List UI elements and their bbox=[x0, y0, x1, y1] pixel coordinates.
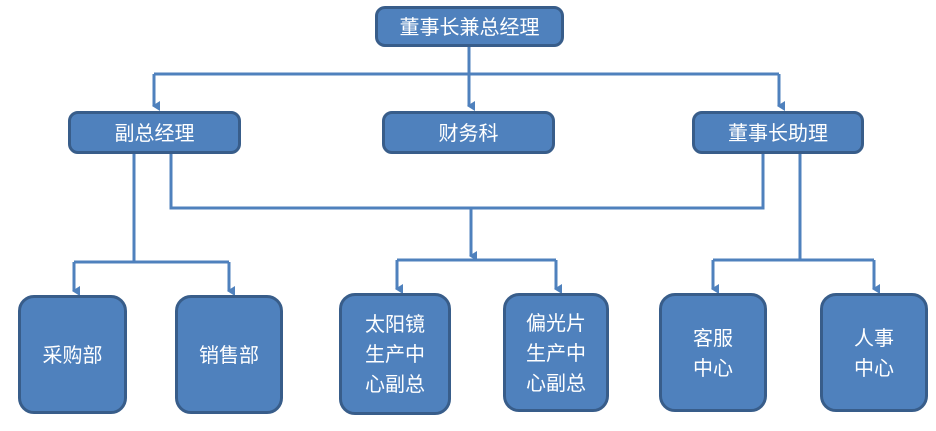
node-solar-glass: 太阳镜 生产中 心副总 bbox=[339, 293, 451, 415]
node-hr-label: 人事 中心 bbox=[854, 325, 894, 380]
node-finance: 财务科 bbox=[382, 111, 555, 154]
node-chair-assistant-label: 董事长助理 bbox=[728, 120, 828, 145]
node-hr: 人事 中心 bbox=[820, 293, 928, 412]
node-chairman: 董事长兼总经理 bbox=[375, 6, 564, 47]
connector-vice-gm-to-mid bbox=[169, 154, 765, 210]
node-polarizer: 偏光片 生产中 心副总 bbox=[503, 293, 609, 412]
node-chairman-label: 董事长兼总经理 bbox=[399, 14, 540, 39]
node-sales: 销售部 bbox=[175, 295, 283, 414]
node-polarizer-label: 偏光片 生产中 心副总 bbox=[526, 310, 586, 395]
node-purchasing-label: 采购部 bbox=[42, 342, 103, 367]
node-purchasing: 采购部 bbox=[18, 295, 127, 414]
node-vice-gm-label: 副总经理 bbox=[114, 120, 195, 145]
node-customer-service: 客服 中心 bbox=[659, 293, 767, 412]
node-solar-glass-label: 太阳镜 生产中 心副总 bbox=[365, 312, 425, 396]
node-customer-service-label: 客服 中心 bbox=[693, 325, 733, 380]
node-finance-label: 财务科 bbox=[438, 120, 499, 145]
node-vice-gm: 副总经理 bbox=[68, 111, 241, 154]
node-sales-label: 销售部 bbox=[199, 342, 259, 367]
node-chair-assistant: 董事长助理 bbox=[692, 111, 864, 154]
